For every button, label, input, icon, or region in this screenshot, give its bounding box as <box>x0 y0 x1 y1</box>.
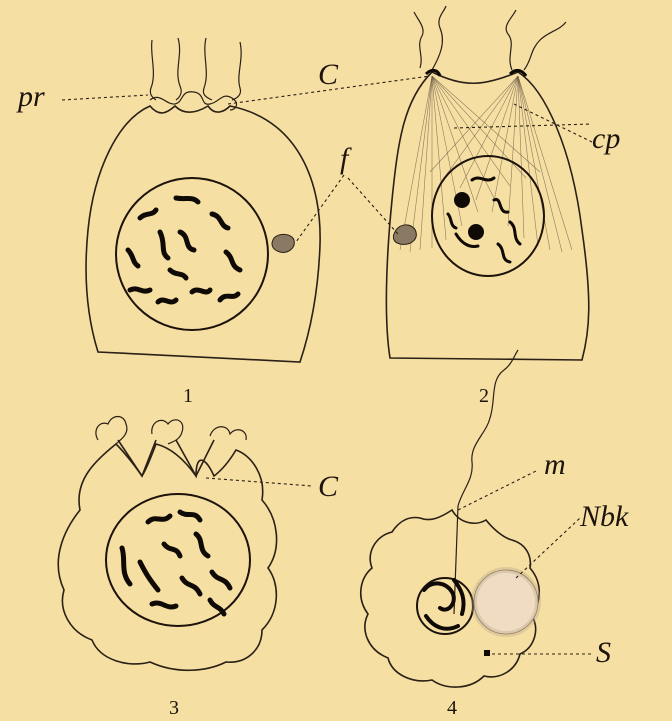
figure-number-3: 3 <box>169 697 179 719</box>
spindle-fibres <box>400 76 572 252</box>
figure-number-4: 4 <box>447 697 457 719</box>
figure-number-2: 2 <box>479 385 489 407</box>
figure-1: pr C f <box>16 38 430 362</box>
label-pr: pr <box>16 80 45 113</box>
figure-number-1: 1 <box>183 385 193 407</box>
label-c-fig3: C <box>318 470 339 503</box>
label-f: f <box>340 142 352 175</box>
label-nbk: Nbk <box>579 500 629 533</box>
label-s: S <box>596 636 611 669</box>
figure-4: m Nbk S <box>361 350 629 687</box>
label-cp: cp <box>592 122 620 155</box>
figure-3: C <box>58 417 339 671</box>
figure-2: cp <box>348 6 620 360</box>
label-m: m <box>544 448 566 481</box>
label-c-fig1: C <box>318 58 339 91</box>
